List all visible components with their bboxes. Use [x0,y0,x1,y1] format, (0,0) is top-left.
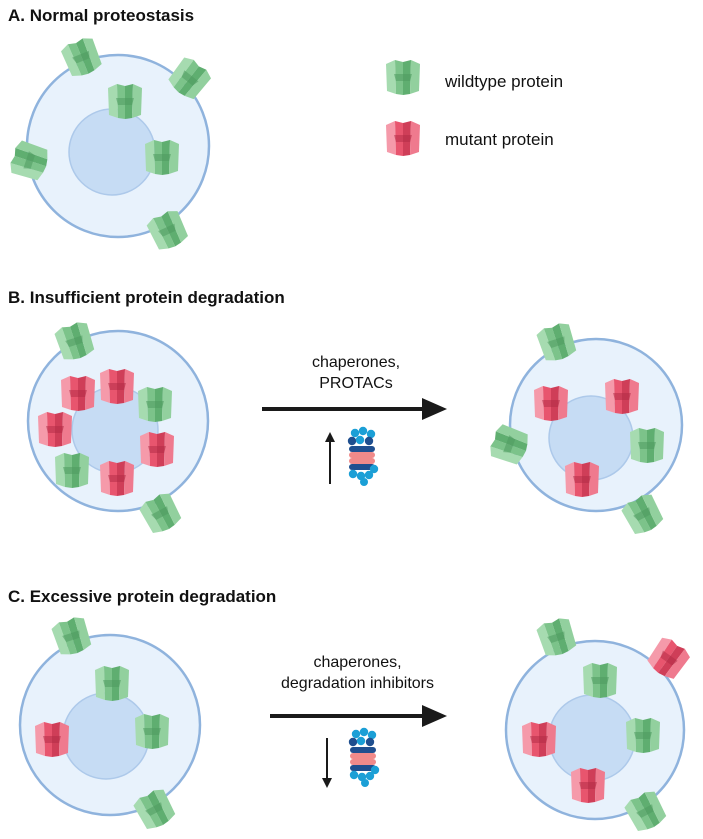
legend-mutant-protein-icon [386,121,420,156]
mutant-protein-icon [100,369,134,404]
panel-b-arrow-label-line2: PROTACs [319,375,393,392]
panel-c-arrow-label-line2: degradation inhibitors [281,675,434,692]
legend-mutant-label: mutant protein [445,130,554,149]
panel-c-cell-after [504,639,686,821]
mutant-protein-icon [571,768,605,803]
panel-b-arrow [262,398,447,420]
mutant-protein-icon [605,379,639,414]
mutant-protein-icon [140,432,174,467]
proteasome-icon [348,727,380,787]
panel-b-arrow-label: chaperones, PROTACs [262,352,450,394]
panel-b-regulation-up-arrow [325,432,335,484]
panel-c-regulation-down-arrow [322,738,332,788]
panel-a-cell [25,53,211,239]
panel-b-title: B. Insufficient protein degradation [8,288,285,307]
panel-c-arrow-label-line1: chaperones, [313,654,402,671]
mutant-protein-icon [61,376,95,411]
panel-a-title: A. Normal proteostasis [8,6,195,25]
panel-c-cell-before [18,633,202,817]
mutant-protein-icon [565,462,599,497]
legend-wildtype-label: wildtype protein [445,72,564,91]
wildtype-protein-icon [145,140,179,175]
panel-b-arrow-label-line1: chaperones, [311,354,401,371]
wildtype-protein-icon [135,714,169,749]
proteasome-icon [347,426,379,486]
legend-wildtype-protein-icon [386,60,420,95]
wildtype-protein-icon [626,718,660,753]
wildtype-protein-icon [630,428,664,463]
panel-c-title: C. Excessive protein degradation [8,587,277,606]
wildtype-protein-icon [583,663,617,698]
wildtype-protein-icon [55,453,89,488]
panel-b-cell-after [508,337,684,513]
mutant-protein-icon [38,412,72,447]
panel-c-arrow [270,705,447,727]
mutant-protein-icon [35,722,69,757]
mutant-protein-icon [522,722,556,757]
mutant-protein-icon [100,461,134,496]
mutant-protein-icon [534,386,568,421]
wildtype-protein-icon [138,387,172,422]
wildtype-protein-icon [108,84,142,119]
wildtype-protein-icon [95,666,129,701]
panel-c-arrow-label: chaperones, degradation inhibitors [255,652,460,694]
